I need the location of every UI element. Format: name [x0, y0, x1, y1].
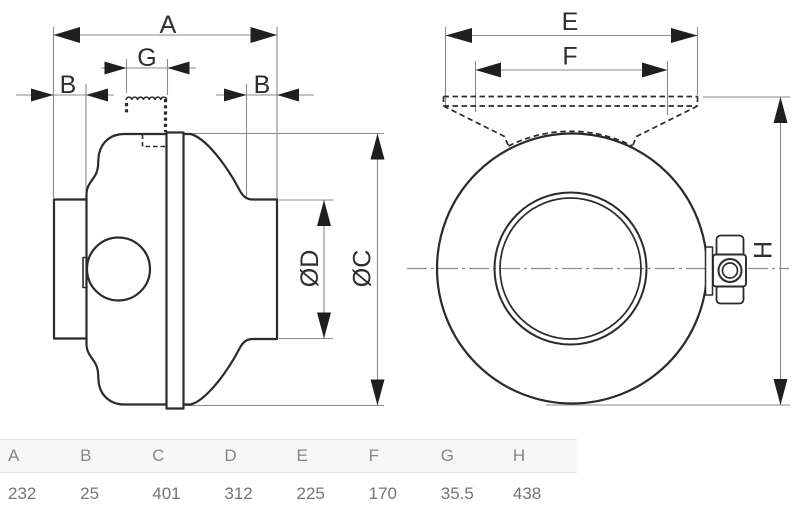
mount-tab: [82, 256, 88, 289]
dim-label-b-left: B: [60, 71, 77, 99]
table-header-d: D: [216, 439, 289, 473]
duct-spigot-left: [52, 198, 88, 340]
front-view-arrowheads: [445, 28, 788, 405]
table-value-e: 225: [296, 484, 325, 503]
dim-label-f: F: [562, 43, 577, 71]
table-header-c: C: [144, 439, 217, 473]
table-value-d: 312: [224, 484, 253, 503]
fan-body-outline: [52, 131, 279, 410]
dim-label-g: G: [137, 44, 156, 72]
front-view-dimension-lines: [444, 27, 790, 406]
table-value-g: 35.5: [440, 484, 474, 503]
dim-label-a: A: [160, 11, 177, 39]
table-header-a: A: [0, 439, 73, 473]
table-header-row: A B C D E F G H: [0, 439, 577, 473]
table-header-g: G: [432, 439, 505, 473]
dimensions-table: A B C D E F G H 232 25 401 312 225 170: [0, 439, 578, 506]
dim-label-diameter-c: ØC: [349, 250, 377, 288]
table-value-h: 438: [512, 484, 542, 503]
table-value-f: 170: [368, 484, 397, 503]
terminal-box-tab: [704, 246, 714, 296]
table-value-b: 25: [80, 484, 100, 503]
dim-label-diameter-d: ØD: [296, 250, 324, 288]
technical-drawing: A G B B ØD ØC: [16, 8, 790, 410]
cable-squiggle: [125, 96, 168, 101]
duct-collar-inner: [499, 197, 642, 340]
clamp-band: [165, 131, 185, 410]
dim-label-h: H: [750, 241, 778, 259]
side-view-arrowheads: [31, 27, 385, 406]
duct-collar-outer: [493, 191, 648, 346]
table-value-row: 232 25 401 312 225 170 35.5 438: [0, 473, 577, 506]
dim-label-b-right: B: [254, 71, 271, 99]
dim-label-e: E: [562, 8, 579, 36]
side-view: A G B B ØD ØC: [16, 11, 385, 410]
table-header-b: B: [72, 439, 145, 473]
table-header-h: H: [504, 439, 577, 473]
table-header-f: F: [360, 439, 433, 473]
motor-hub-circle: [85, 236, 152, 302]
hidden-junction-box: [124, 96, 168, 148]
cable-gland-inner: [721, 262, 739, 279]
table-value-a: 232: [8, 484, 37, 503]
terminal-box: [704, 234, 747, 305]
table-value-c: 401: [152, 484, 181, 503]
front-view: E F H: [407, 8, 790, 406]
table-header-e: E: [288, 439, 361, 473]
hidden-mounting-bracket: [442, 95, 699, 147]
